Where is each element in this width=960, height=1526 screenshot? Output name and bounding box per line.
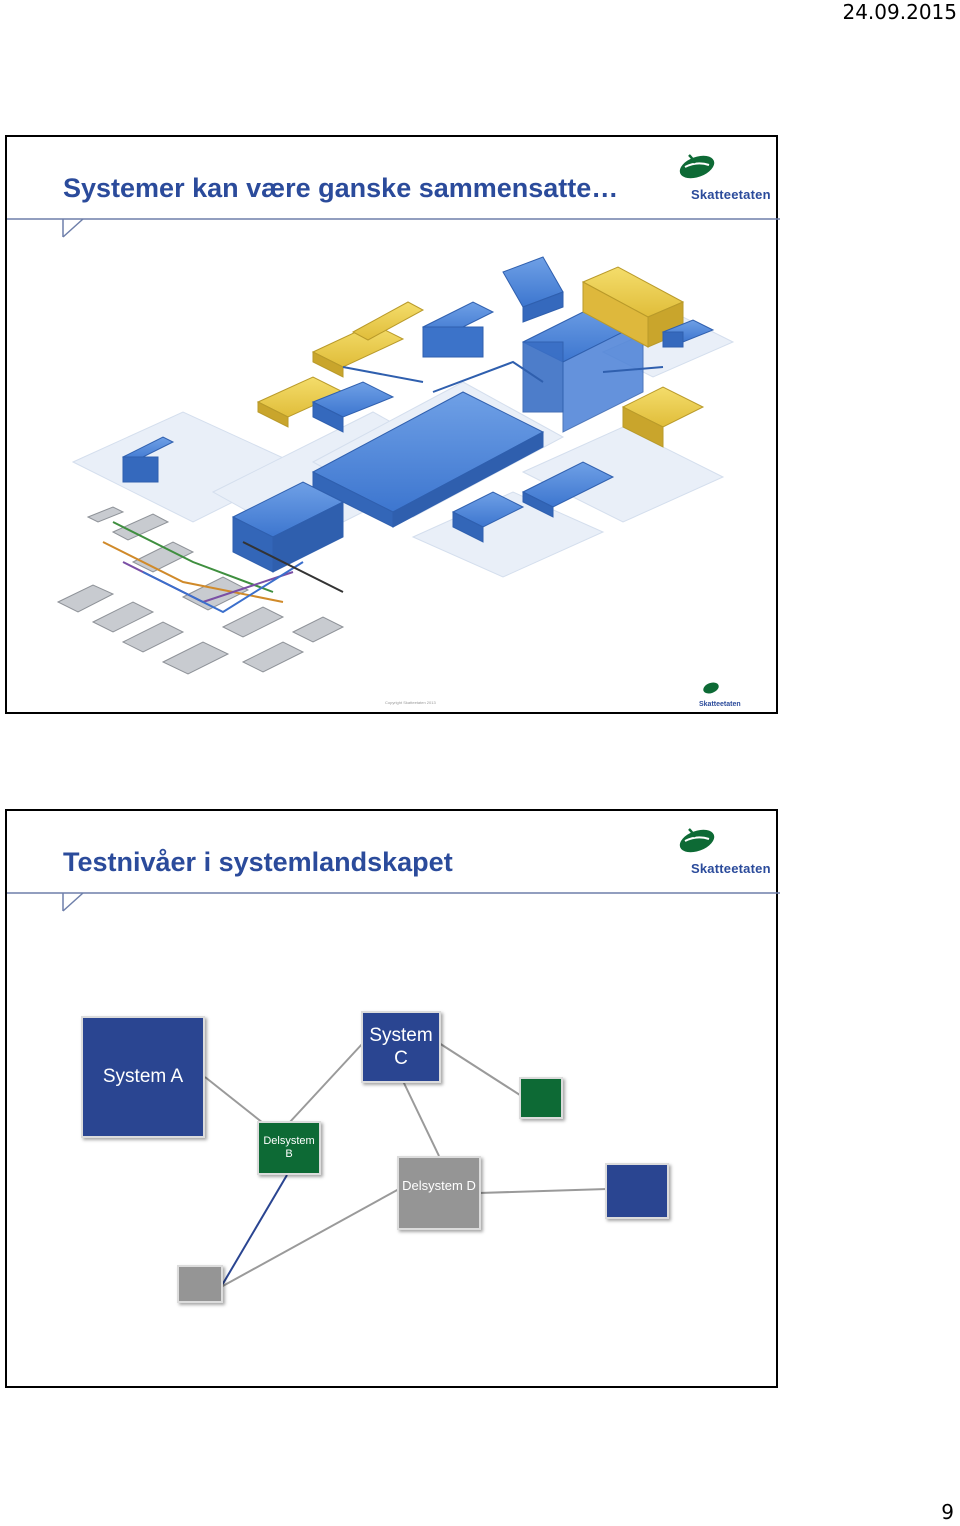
system-landscape-illustration: Skatteetaten Copyright Skatteetaten 2013 — [56, 256, 741, 708]
delsystem-d-node: Delsystem D — [397, 1156, 481, 1230]
system-connectors — [204, 1042, 608, 1288]
blue-square-node — [605, 1163, 669, 1219]
logo-leaf-icon — [679, 154, 715, 179]
skatteetaten-logo: Skatteetaten — [671, 151, 775, 209]
title-divider — [7, 892, 780, 912]
logo-wordmark: Skatteetaten — [691, 861, 771, 876]
system-a-node: System A — [81, 1016, 205, 1138]
logo-leaf-icon — [679, 828, 715, 853]
illustration-logo-icon — [703, 682, 719, 694]
system-c-node: System C — [361, 1011, 441, 1083]
slide-title: Systemer kan være ganske sammensatte… — [63, 173, 619, 203]
illustration-logo-text: Skatteetaten — [699, 701, 741, 708]
illustration-copyright: Copyright Skatteetaten 2013 — [385, 700, 436, 705]
delsystem-b-node: Delsystem B — [257, 1121, 321, 1175]
slide-systemer: Systemer kan være ganske sammensatte… Sk… — [5, 135, 780, 714]
title-divider — [7, 218, 780, 238]
green-square-node — [519, 1077, 563, 1119]
page-number: 9 — [941, 1500, 954, 1524]
page-date: 24.09.2015 — [842, 0, 957, 24]
slide-testnivaer: Testnivåer i systemlandskapet Skatteetat… — [5, 809, 780, 1388]
logo-wordmark: Skatteetaten — [691, 187, 771, 202]
slide-title: Testnivåer i systemlandskapet — [63, 847, 453, 877]
gray-square-node — [177, 1265, 223, 1303]
skatteetaten-logo: Skatteetaten — [671, 825, 775, 883]
